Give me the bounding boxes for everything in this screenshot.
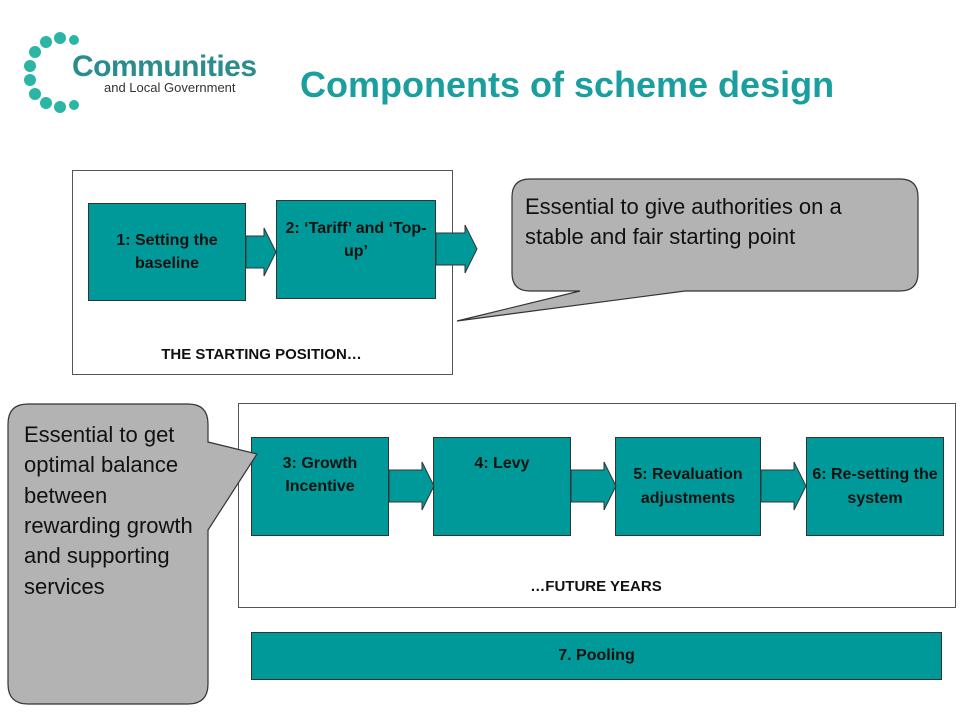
step-resetting: 6: Re-setting the system xyxy=(806,437,944,536)
page-title: Components of scheme design xyxy=(300,64,835,105)
logo-dots-icon xyxy=(24,32,79,113)
step-revaluation: 5: Revaluation adjustments xyxy=(615,437,761,536)
starting-position-label: THE STARTING POSITION… xyxy=(161,346,362,363)
step-growth-incentive: 3: Growth Incentive xyxy=(251,437,389,536)
step-pooling: 7. Pooling xyxy=(251,632,942,680)
callout-left-text: Essential to get optimal balance between… xyxy=(24,422,193,599)
logo-name: Communities xyxy=(72,50,257,83)
callout-right-text: Essential to give authorities on a stabl… xyxy=(525,194,842,250)
step-tariff-topup: 2: ‘Tariff’ and ‘Top-up’ xyxy=(276,200,436,299)
future-years-label: …FUTURE YEARS xyxy=(530,578,662,595)
logo-subtitle: and Local Government xyxy=(104,80,236,95)
step-levy: 4: Levy xyxy=(433,437,571,536)
step-setting-baseline: 1: Setting the baseline xyxy=(88,203,246,301)
